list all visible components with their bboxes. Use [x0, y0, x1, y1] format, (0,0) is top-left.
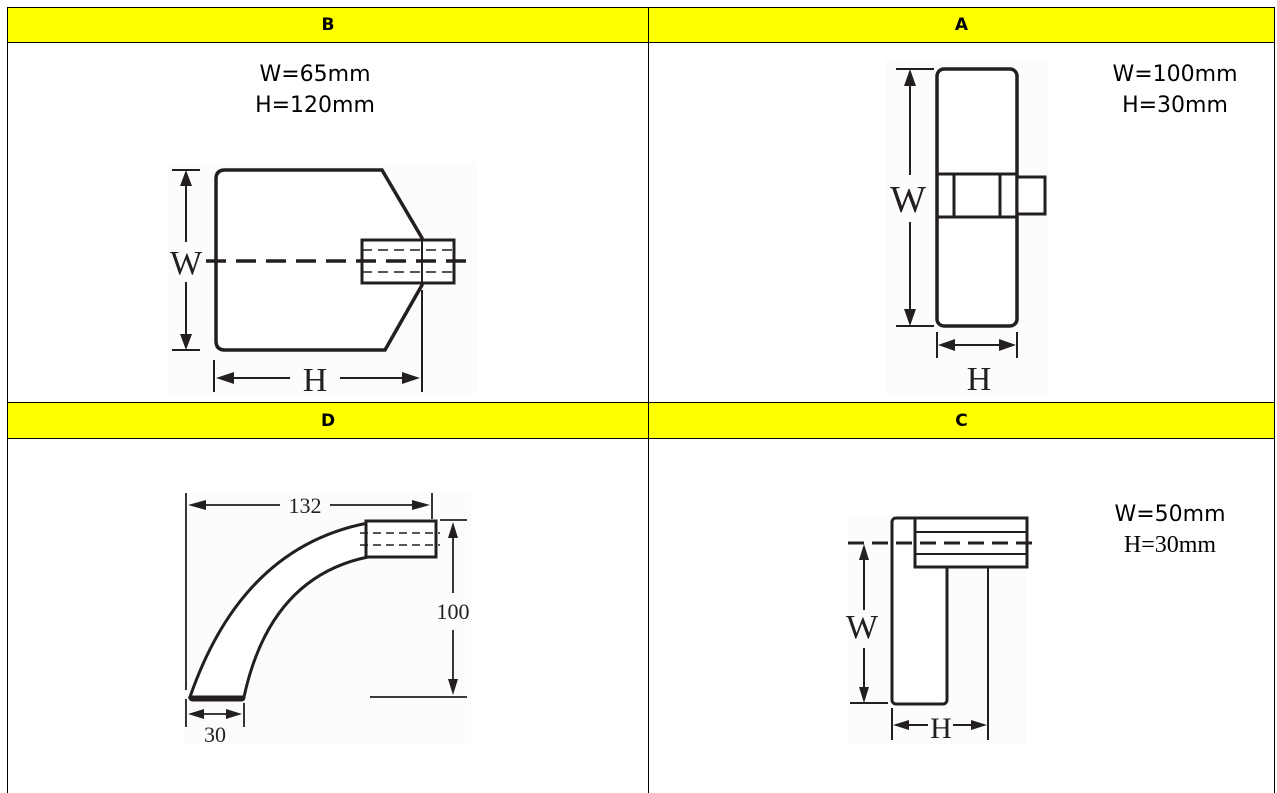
header-a: A — [649, 8, 1274, 42]
drawing-a-w-label: W — [890, 179, 926, 221]
spec-b: W=65mm H=120mm — [225, 59, 405, 121]
drawing-b-h-label: H — [303, 362, 328, 395]
column-divider — [648, 7, 649, 793]
drawing-b-w-label: W — [170, 245, 203, 282]
drawing-c-w-label: W — [846, 609, 879, 646]
drawing-c-h-label: H — [930, 712, 952, 745]
header-b: B — [8, 8, 648, 42]
spec-c-width: W=50mm — [1114, 502, 1226, 527]
drawing-d-side-label: 100 — [437, 599, 470, 624]
header-c: C — [649, 403, 1274, 438]
drawing-d-top-label: 132 — [289, 493, 322, 518]
spec-a: W=100mm H=30mm — [1085, 59, 1265, 121]
drawing-c: W H — [846, 516, 1036, 745]
spec-c: W=50mm H=30mm — [1095, 499, 1245, 561]
header-d: D — [8, 403, 648, 438]
spec-c-height: H=30mm — [1123, 532, 1217, 558]
row-divider — [7, 42, 1275, 43]
drawing-d-bottom-label: 30 — [204, 722, 226, 747]
drawing-a-h-label: H — [967, 361, 992, 394]
table-border-top — [7, 7, 1275, 8]
table-border-left — [7, 7, 8, 793]
drawing-b: W H — [170, 168, 474, 395]
drawing-d: 132 100 30 — [185, 493, 470, 747]
table-border-right — [1274, 7, 1275, 793]
spec-b-width: W=65mm — [259, 62, 371, 87]
drawing-a: W H — [890, 67, 1047, 394]
row-divider — [7, 402, 1275, 403]
spec-table: B A D C W=65mm H=120mm W=100mm H=30mm W=… — [7, 7, 1275, 793]
spec-a-height: H=30mm — [1122, 93, 1228, 118]
spec-a-width: W=100mm — [1112, 62, 1238, 87]
row-divider — [7, 438, 1275, 439]
spec-b-height: H=120mm — [255, 93, 375, 118]
